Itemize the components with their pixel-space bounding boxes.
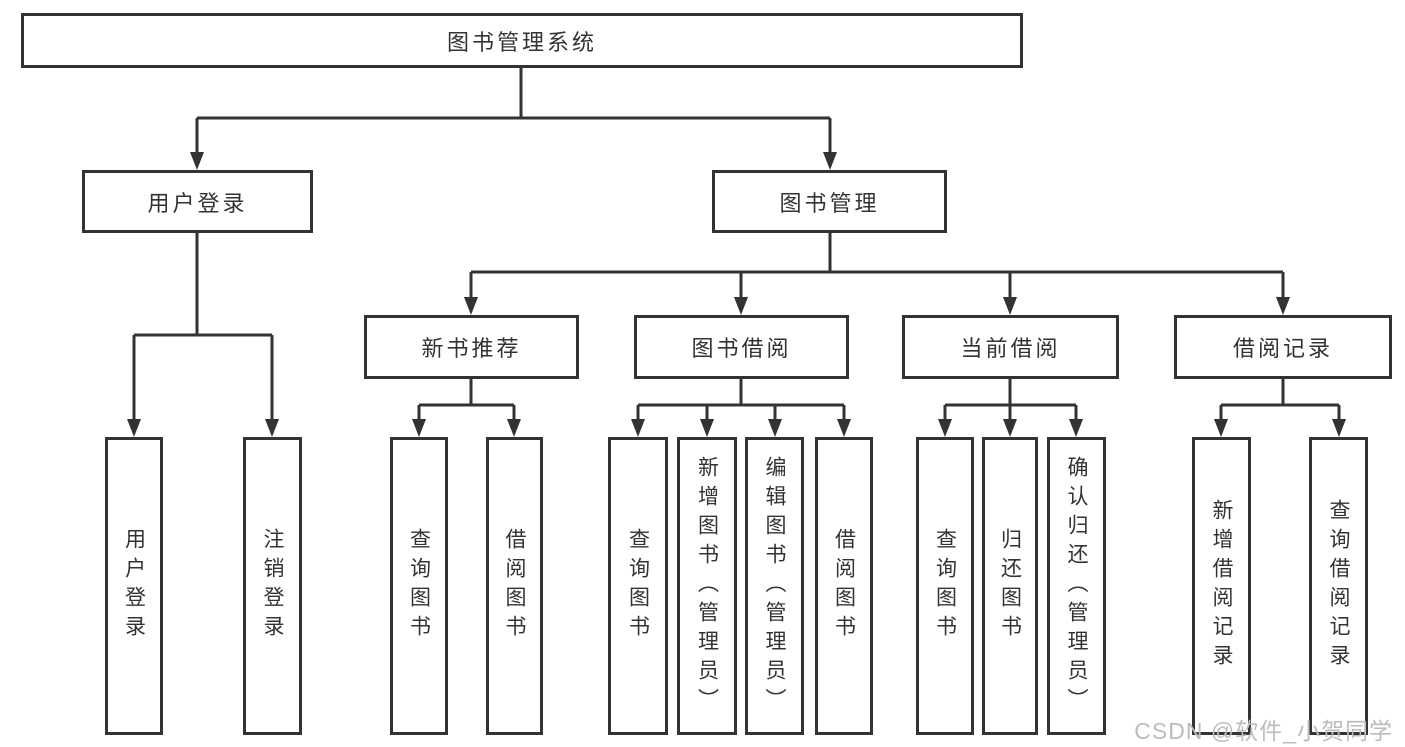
connector-book-management-groups bbox=[469, 233, 1285, 300]
node-user-login-label: 用户登录 bbox=[147, 190, 248, 216]
leaf-borrowing-add-book-admin: 新增图书（管理员） bbox=[677, 437, 737, 735]
leaf-label: 查询图书 bbox=[626, 528, 650, 644]
arrowhead bbox=[464, 297, 478, 315]
arrowhead bbox=[412, 419, 426, 437]
connector-current-borrowing-leaves bbox=[943, 379, 1078, 422]
node-user-login: 用户登录 bbox=[82, 170, 313, 233]
node-current-borrowing: 当前借阅 bbox=[902, 315, 1119, 379]
node-root: 图书管理系统 bbox=[21, 13, 1023, 68]
arrowhead bbox=[1276, 297, 1290, 315]
arrowhead bbox=[127, 419, 141, 437]
arrowhead bbox=[768, 419, 782, 437]
node-book-management: 图书管理 bbox=[712, 170, 947, 233]
arrowhead bbox=[837, 419, 851, 437]
leaf-label: 借阅图书 bbox=[832, 528, 856, 644]
leaf-label: 编辑图书（管理员） bbox=[763, 455, 786, 717]
leaf-borrowing-borrow-books: 借阅图书 bbox=[815, 437, 873, 735]
leaf-label: 查询图书 bbox=[407, 528, 431, 644]
node-borrowing-records: 借阅记录 bbox=[1174, 315, 1392, 379]
arrowhead bbox=[507, 419, 521, 437]
leaf-label: 新增借阅记录 bbox=[1210, 499, 1233, 673]
arrowhead bbox=[1069, 419, 1083, 437]
leaf-label: 借阅图书 bbox=[503, 528, 526, 644]
arrowhead bbox=[938, 419, 952, 437]
node-book-borrowing-label: 图书借阅 bbox=[691, 336, 792, 361]
leaf-label: 用户登录 bbox=[122, 528, 146, 644]
connector-new-book-recommend-leaves bbox=[417, 379, 516, 422]
arrowhead bbox=[734, 297, 748, 315]
arrowhead bbox=[190, 152, 204, 170]
leaf-logout-login: 注销登录 bbox=[243, 437, 302, 735]
leaf-records-query-record: 查询借阅记录 bbox=[1309, 437, 1368, 735]
arrowhead bbox=[631, 419, 645, 437]
leaf-label: 新增图书（管理员） bbox=[695, 455, 719, 717]
leaf-label: 注销登录 bbox=[261, 528, 284, 644]
leaf-current-query-books: 查询图书 bbox=[916, 437, 974, 735]
leaf-recommend-query-books: 查询图书 bbox=[390, 437, 448, 735]
leaf-label: 查询借阅记录 bbox=[1327, 499, 1350, 673]
leaf-borrowing-query-books: 查询图书 bbox=[608, 437, 668, 735]
watermark: CSDN @软件_小贺同学 bbox=[1134, 718, 1393, 744]
node-root-label: 图书管理系统 bbox=[446, 29, 597, 55]
leaf-recommend-borrow-books: 借阅图书 bbox=[486, 437, 543, 735]
connector-user-login-leaves bbox=[132, 233, 274, 422]
arrowhead bbox=[700, 419, 714, 437]
node-book-management-label: 图书管理 bbox=[779, 190, 880, 216]
node-new-book-recommend: 新书推荐 bbox=[364, 315, 579, 379]
node-new-book-recommend-label: 新书推荐 bbox=[421, 336, 522, 361]
leaf-borrowing-edit-book-admin: 编辑图书（管理员） bbox=[745, 437, 804, 735]
arrowhead bbox=[823, 152, 837, 170]
arrowhead bbox=[1003, 419, 1017, 437]
arrowhead bbox=[1332, 419, 1346, 437]
leaf-records-add-record: 新增借阅记录 bbox=[1192, 437, 1251, 735]
leaf-current-return-books: 归还图书 bbox=[982, 437, 1038, 735]
node-borrowing-records-label: 借阅记录 bbox=[1232, 336, 1333, 361]
leaf-current-confirm-return-admin: 确认归还（管理员） bbox=[1047, 437, 1106, 735]
connector-borrowing-records-leaves bbox=[1219, 379, 1341, 422]
node-current-borrowing-label: 当前借阅 bbox=[960, 336, 1061, 361]
node-book-borrowing: 图书借阅 bbox=[634, 315, 849, 379]
arrowhead bbox=[265, 419, 279, 437]
leaf-user-login: 用户登录 bbox=[105, 437, 163, 735]
leaf-label: 归还图书 bbox=[998, 528, 1022, 644]
connector-book-borrowing-leaves bbox=[636, 379, 846, 422]
arrowhead bbox=[1003, 297, 1017, 315]
leaf-label: 查询图书 bbox=[933, 528, 957, 644]
leaf-label: 确认归还（管理员） bbox=[1065, 455, 1088, 717]
connector-root-branches bbox=[195, 68, 832, 155]
arrowhead bbox=[1214, 419, 1228, 437]
